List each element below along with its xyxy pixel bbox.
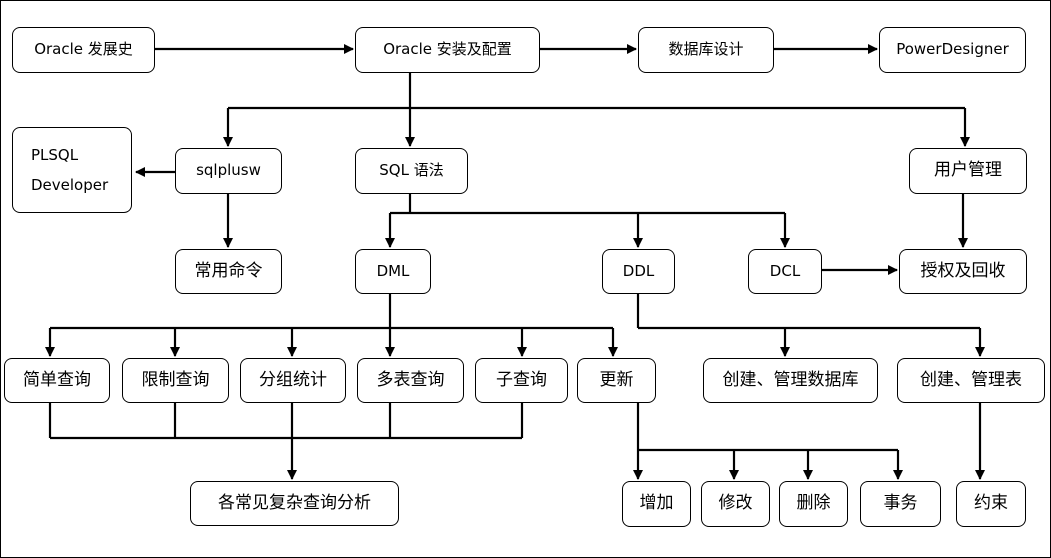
node-plsql-developer: PLSQL Developer bbox=[12, 127, 132, 213]
node-oracle-history: Oracle 发展史 bbox=[12, 27, 155, 73]
node-transaction: 事务 bbox=[860, 481, 941, 527]
node-label: 分组统计 bbox=[259, 369, 327, 390]
node-label: 约束 bbox=[974, 493, 1008, 514]
node-limit-query: 限制查询 bbox=[122, 358, 229, 403]
node-update: 更新 bbox=[577, 358, 656, 403]
node-user-management: 用户管理 bbox=[909, 148, 1027, 194]
node-label: 各常见复杂查询分析 bbox=[218, 492, 371, 513]
node-dml: DML bbox=[355, 249, 431, 294]
node-simple-query: 简单查询 bbox=[4, 358, 110, 403]
node-sql-syntax: SQL 语法 bbox=[355, 148, 468, 194]
node-multi-table-query: 多表查询 bbox=[357, 358, 464, 403]
node-delete: 删除 bbox=[779, 481, 848, 527]
node-common-commands: 常用命令 bbox=[175, 249, 282, 294]
node-modify: 修改 bbox=[701, 481, 770, 527]
node-label: 用户管理 bbox=[934, 160, 1002, 181]
node-label-line2: Developer bbox=[31, 176, 109, 194]
node-label: 删除 bbox=[796, 493, 831, 514]
node-group-stats: 分组统计 bbox=[240, 358, 346, 403]
node-oracle-install: Oracle 安装及配置 bbox=[355, 27, 540, 73]
node-label: 更新 bbox=[599, 369, 634, 390]
node-label-line1: PLSQL bbox=[31, 146, 79, 164]
node-label: 修改 bbox=[718, 493, 753, 514]
node-label: SQL 语法 bbox=[379, 161, 444, 180]
node-label: Oracle 安装及配置 bbox=[383, 40, 512, 59]
node-constraint: 约束 bbox=[956, 481, 1026, 527]
node-powerdesigner: PowerDesigner bbox=[879, 27, 1026, 73]
node-label: 增加 bbox=[639, 493, 674, 514]
node-label: DML bbox=[376, 261, 410, 280]
node-create-manage-db: 创建、管理数据库 bbox=[703, 358, 878, 403]
node-sub-query: 子查询 bbox=[475, 358, 568, 403]
node-complex-query-analysis: 各常见复杂查询分析 bbox=[190, 481, 399, 526]
node-ddl: DDL bbox=[602, 249, 675, 294]
node-create-manage-table: 创建、管理表 bbox=[897, 358, 1045, 403]
node-label: 事务 bbox=[883, 493, 918, 514]
node-db-design: 数据库设计 bbox=[638, 27, 774, 73]
node-insert: 增加 bbox=[622, 481, 691, 527]
node-label: Oracle 发展史 bbox=[34, 40, 133, 59]
node-dcl: DCL bbox=[748, 249, 822, 294]
node-label: PowerDesigner bbox=[896, 40, 1009, 59]
node-label: DCL bbox=[769, 261, 801, 280]
node-label: 多表查询 bbox=[376, 369, 445, 390]
node-sqlplusw: sqlplusw bbox=[175, 148, 282, 194]
node-grant-revoke: 授权及回收 bbox=[899, 249, 1027, 294]
node-label: 简单查询 bbox=[23, 369, 91, 390]
node-label: 限制查询 bbox=[141, 369, 210, 390]
node-label: 创建、管理表 bbox=[920, 369, 1022, 390]
node-label: 子查询 bbox=[496, 369, 547, 390]
node-label: 常用命令 bbox=[194, 260, 263, 281]
node-label: 授权及回收 bbox=[920, 260, 1006, 281]
node-label: DDL bbox=[622, 261, 655, 280]
node-label: 创建、管理数据库 bbox=[722, 369, 859, 390]
node-label: sqlplusw bbox=[196, 161, 261, 180]
node-label: 数据库设计 bbox=[668, 40, 744, 59]
